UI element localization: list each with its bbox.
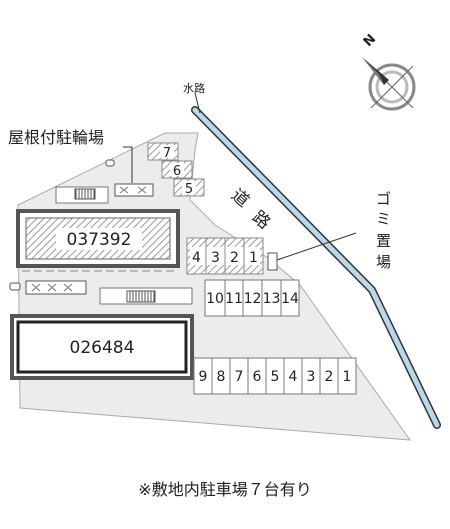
- garbage-label-4: 場: [376, 253, 391, 271]
- parking-group-east: 10 11 12 13 14: [204, 279, 300, 317]
- bicycle-parking-label: 屋根付駐輪場: [8, 128, 104, 147]
- parking-space-label: 12: [244, 291, 262, 307]
- parking-space-label: 2: [325, 369, 334, 385]
- parking-space-label: 1: [343, 369, 352, 385]
- compass-north-icon: N: [361, 32, 416, 111]
- building-026484-vent: [126, 290, 156, 303]
- parking-space-label: 2: [230, 250, 239, 266]
- garbage-label-1: ゴ: [376, 190, 391, 208]
- parking-space-label: 5: [185, 182, 193, 197]
- compass-north-letter: N: [361, 32, 379, 50]
- bicycle-rack-north: [114, 183, 154, 197]
- garbage-label-3: 置: [376, 232, 391, 250]
- road-label-2: 路: [248, 207, 274, 233]
- parking-space-label: 13: [263, 291, 281, 307]
- building-id-026484: 026484: [70, 338, 135, 358]
- waterway-channel: [191, 106, 441, 429]
- parking-group-south: 9 8 7 6 5 4 3 2 1: [193, 357, 357, 395]
- utility-marker-south: [9, 282, 21, 291]
- parking-space-label: 7: [235, 369, 244, 385]
- parking-space-label: 7: [163, 146, 171, 161]
- garbage-label-2: ミ: [376, 210, 391, 228]
- parking-space-label: 11: [225, 291, 243, 307]
- parking-space-label: 6: [173, 164, 181, 179]
- garbage-area: [267, 252, 278, 271]
- parking-group-north: 7 6 5: [147, 142, 205, 197]
- road-label-1: 道: [227, 185, 253, 211]
- bicycle-rack-south: [25, 280, 87, 295]
- parking-space-label: 8: [217, 369, 226, 385]
- parking-footnote: ※敷地内駐車場７台有り: [138, 480, 312, 499]
- building-id-037392: 037392: [67, 230, 132, 250]
- utility-marker-north: [105, 159, 115, 167]
- building-026484-inner: [16, 320, 188, 374]
- parking-space-label: 4: [192, 250, 201, 266]
- waterway-label: 水路: [183, 82, 205, 95]
- garbage-leader: [276, 232, 357, 261]
- parking-space-label: 5: [271, 369, 280, 385]
- parking-space-label: 14: [281, 291, 299, 307]
- bicycle-parking-leader: [123, 146, 133, 183]
- parking-space-label: 4: [289, 369, 298, 385]
- parking-space-label: 9: [199, 369, 208, 385]
- parking-space-label: 3: [211, 250, 220, 266]
- waterway-leader: [194, 92, 201, 114]
- parking-group-center: 4 3 2 1: [186, 237, 264, 275]
- parking-space-label: 1: [249, 250, 258, 266]
- parking-space-label: 6: [253, 369, 262, 385]
- parking-space-label: 10: [206, 291, 224, 307]
- parking-space-label: 3: [307, 369, 316, 385]
- building-037392-vent: [74, 188, 96, 200]
